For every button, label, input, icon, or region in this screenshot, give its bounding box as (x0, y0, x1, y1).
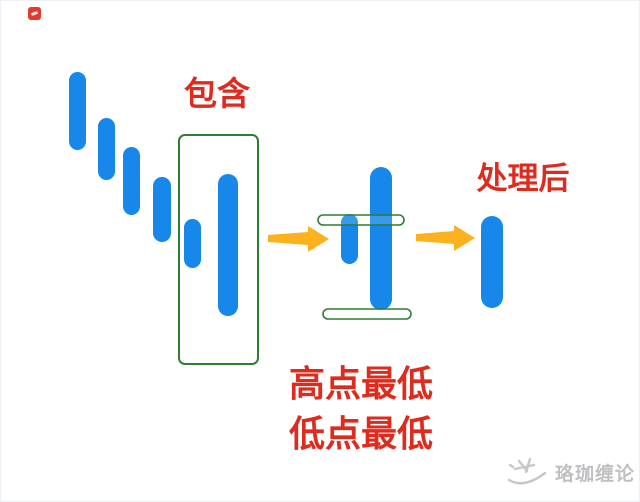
red-logo-icon (28, 7, 41, 20)
watermark: 珞珈缠论 (505, 453, 635, 491)
arrow-2-icon (416, 225, 475, 251)
watermark-text: 珞珈缠论 (555, 464, 636, 485)
inclusion-box (178, 134, 259, 365)
compass-scribble-icon (507, 457, 547, 485)
candle-bar-k5-contained-small (184, 219, 201, 268)
candle-bar-merged-result (481, 216, 503, 308)
candle-bar-k6-containing-tall (218, 174, 238, 316)
rule-high-label: 高点最低 (288, 363, 433, 404)
arrow-1-icon (268, 226, 329, 252)
candle-bar-k3 (123, 147, 140, 215)
highlight-pill-low-point (322, 308, 412, 320)
candle-bar-mid-tall (370, 167, 392, 310)
candle-bar-mid-small (341, 214, 358, 264)
highlight-pill-high-point (317, 214, 405, 226)
candle-bar-k1 (69, 72, 86, 150)
candle-bar-k4 (153, 177, 171, 242)
candle-bar-k2 (98, 118, 115, 180)
inclusion-label: 包含 (184, 75, 250, 112)
after-processing-label: 处理后 (476, 161, 570, 196)
rule-low-label: 低点最低 (288, 413, 433, 454)
